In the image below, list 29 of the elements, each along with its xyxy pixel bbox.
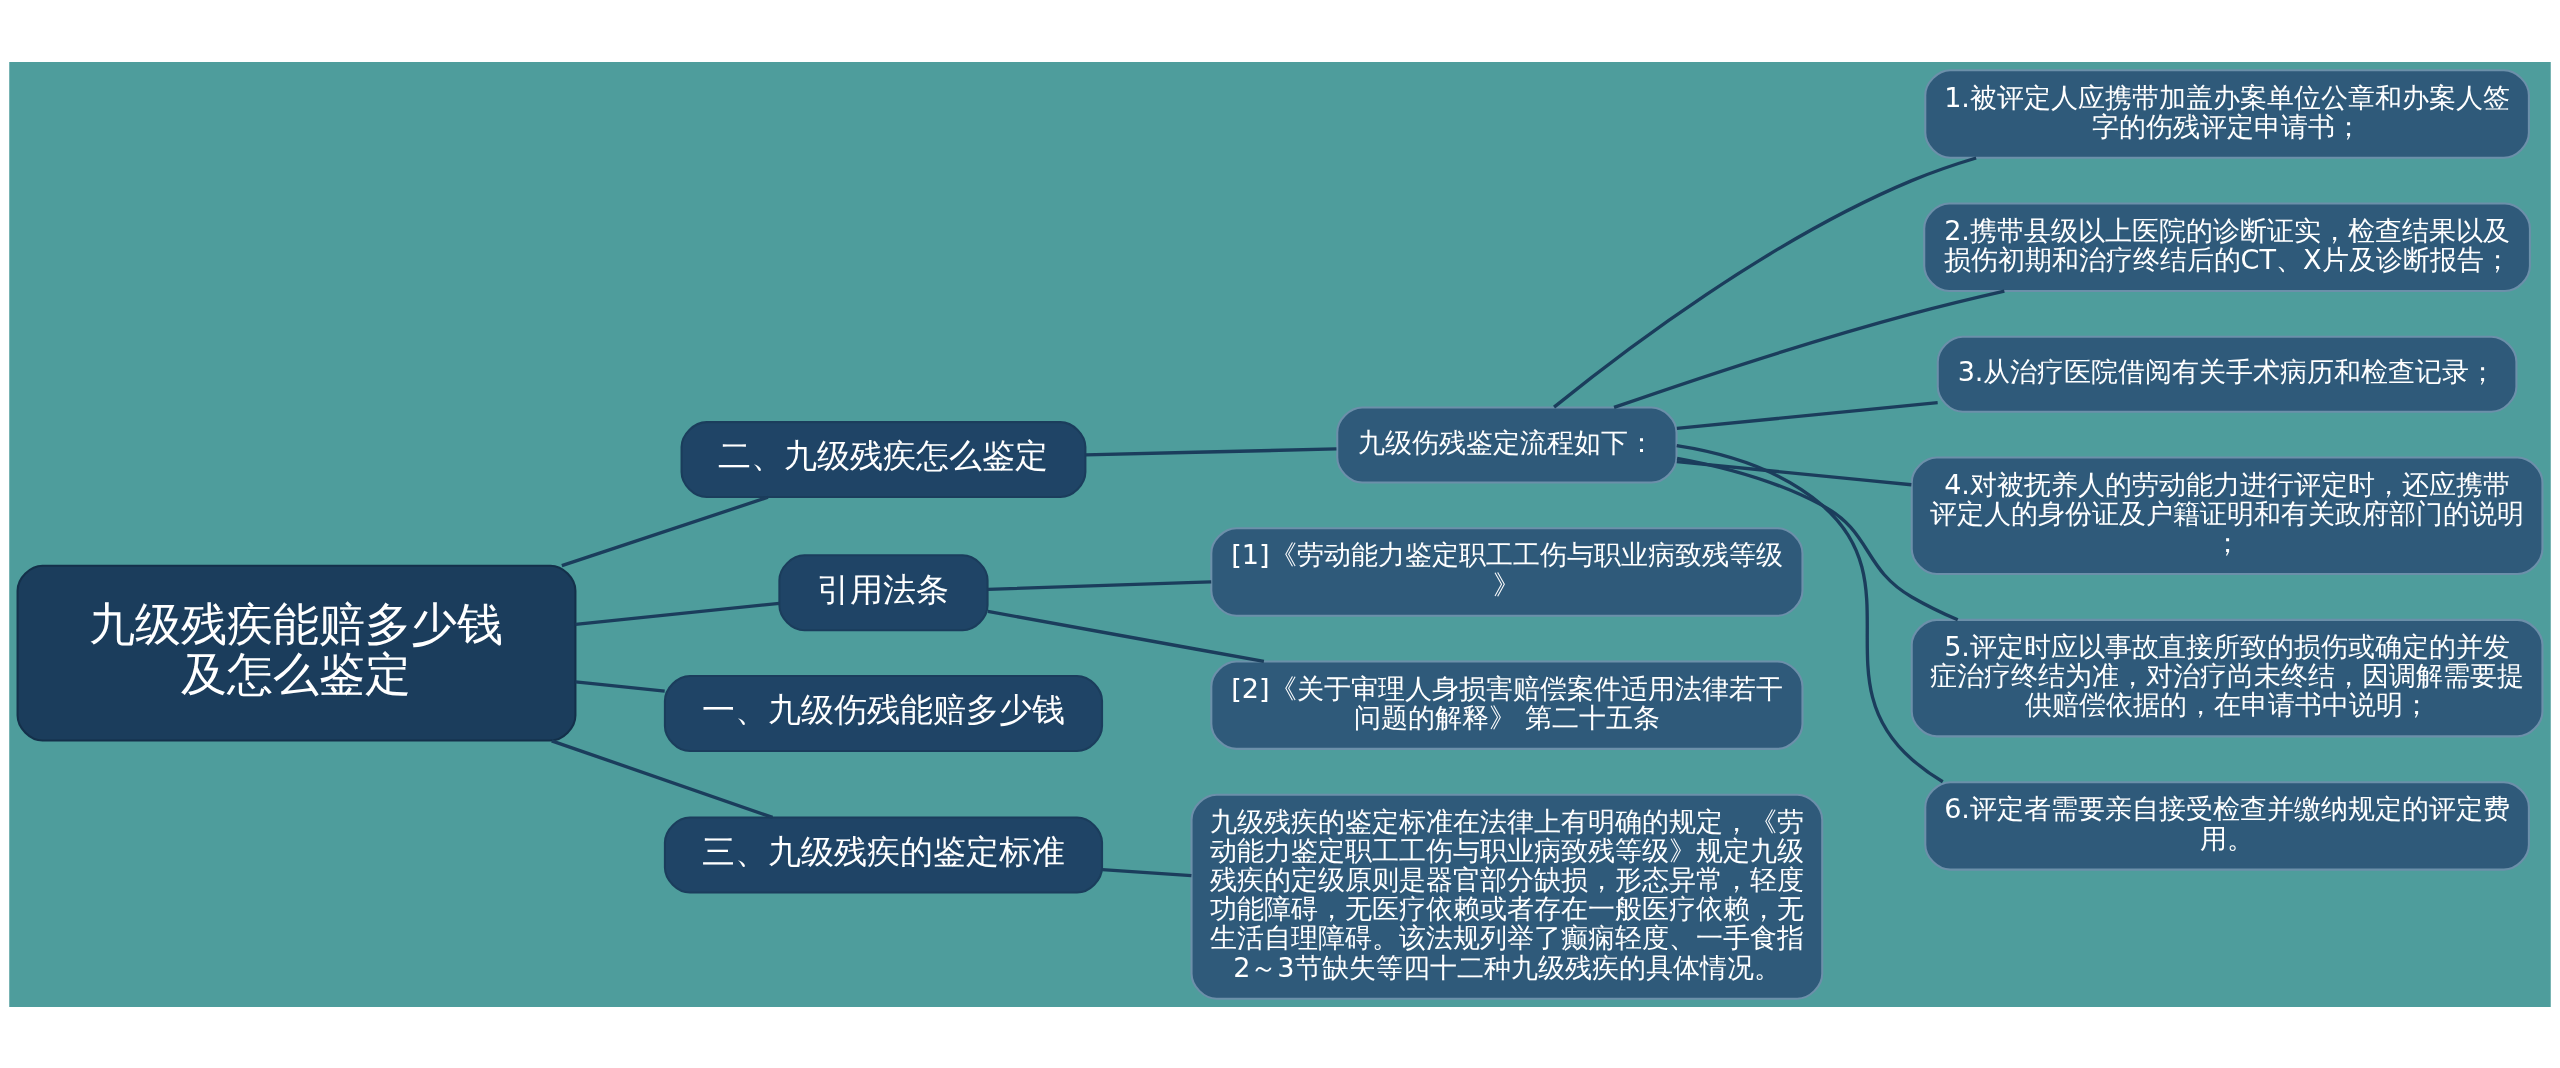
- connector: [1676, 459, 1912, 486]
- node-box: 九级伤残鉴定流程如下：: [1336, 406, 1678, 483]
- node-box: 九级残疾能赔多少钱及怎么鉴定: [16, 564, 577, 742]
- node-box: 九级残疾的鉴定标准在法律上有明确的规定，《劳动能力鉴定职工工伤与职业病致残等级》规定九级残疾的定级原则是器官部分缺损，形态异常，轻度功能障碍，无医疗依赖或者存在一般医疗依赖，无生活自理障碍。该法规列举了癫痫轻度、一手食指2～3节缺失等四十二种九级残疾的具体情况。: [1190, 793, 1824, 1000]
- connector: [1676, 456, 1959, 621]
- connector: [575, 601, 780, 626]
- node-box: 一、九级伤残能赔多少钱: [663, 674, 1104, 752]
- connector: [1553, 155, 1977, 408]
- node-box: 1.被评定人应携带加盖办案单位公章和办案人签字的伤残评定申请书；: [1924, 68, 2530, 159]
- node-box: 5.评定时应以事故直接所致的损伤或确定的并发症治疗终结为准，对治疗尚未终结，因调解需要提供赔偿依据的，在申请书中说明；: [1910, 618, 2544, 737]
- node-box: 6.评定者需要亲自接受检查并缴纳规定的评定费用。: [1924, 780, 2530, 871]
- node-box: 引用法条: [778, 553, 989, 631]
- node-box: 三、九级残疾的鉴定标准: [663, 816, 1104, 894]
- connector: [551, 738, 774, 819]
- connector: [987, 579, 1212, 591]
- node-box: [2]《关于审理人身损害赔偿案件适用法律若干问题的解释》 第二十五条: [1210, 659, 1804, 750]
- connector: [987, 609, 1265, 663]
- connector: [1102, 867, 1192, 877]
- node-box: 2.携带县级以上医院的诊断证实，检查结果以及损伤初期和治疗终结后的CT、X片及诊断报告；: [1923, 202, 2531, 292]
- connector: [1613, 289, 2005, 409]
- node-box: 二、九级残疾怎么鉴定: [680, 420, 1087, 498]
- connector: [561, 495, 769, 567]
- connector: [1085, 446, 1337, 457]
- node-box: [1]《劳动能力鉴定职工工伤与职业病致残等级》: [1210, 526, 1804, 617]
- node-box: 3.从治疗医院借阅有关手术病历和检查记录；: [1936, 335, 2518, 413]
- connector: [575, 679, 665, 693]
- node-box: 4.对被抚养人的劳动能力进行评定时，还应携带评定人的身份证及户籍证明和有关政府部门的说明；: [1910, 455, 2544, 575]
- connector: [1676, 443, 1944, 783]
- connector: [1676, 400, 1938, 430]
